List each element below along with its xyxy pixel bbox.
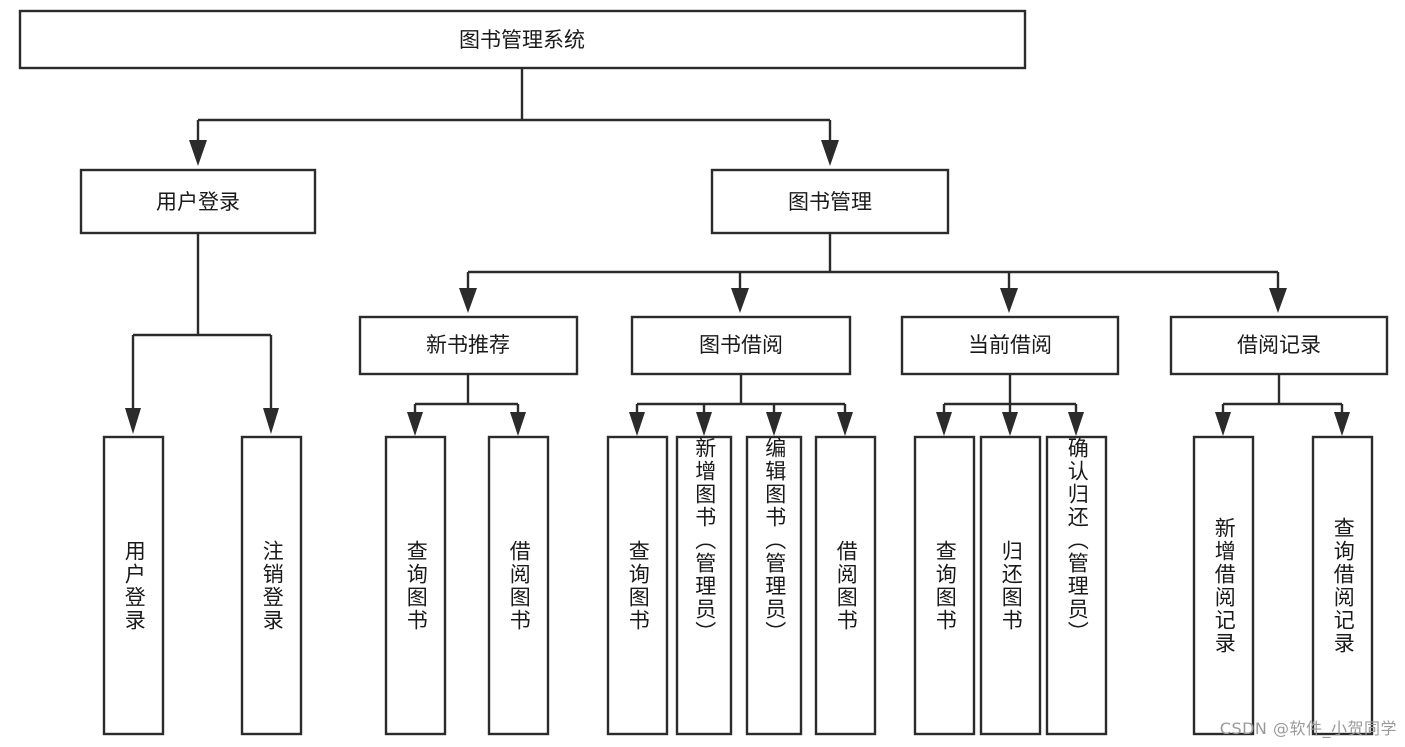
arrowhead-leaf-bb-4	[837, 412, 853, 436]
node-book-manage-label: 图书管理	[788, 190, 872, 214]
leaf-box-user-login-2[interactable]	[240, 435, 303, 736]
node-new-book-recommend-label: 新书推荐	[426, 333, 510, 357]
node-user-login-label: 用户登录	[156, 190, 240, 214]
node-book-borrow[interactable]: 图书借阅	[630, 315, 852, 376]
leaf-box-user-login-1[interactable]	[102, 435, 165, 736]
arrowhead-leaf-br-2	[1334, 412, 1350, 436]
node-borrow-record-box[interactable]	[1169, 315, 1389, 376]
watermark-text: CSDN @软件_小贺同学	[1219, 719, 1397, 738]
node-current-borrow-box[interactable]	[900, 315, 1120, 376]
leaf-box-bb-4[interactable]	[814, 435, 877, 736]
node-new-book-recommend-box[interactable]	[358, 315, 579, 376]
node-current-borrow[interactable]: 当前借阅	[900, 315, 1120, 376]
leaf-box-bb-3[interactable]	[745, 435, 803, 736]
arrowhead-leaf-cb-2	[1002, 412, 1018, 436]
node-root[interactable]: 图书管理系统	[18, 9, 1027, 70]
node-root-label: 图书管理系统	[459, 28, 585, 52]
node-book-manage[interactable]: 图书管理	[710, 168, 950, 235]
leaf-box-br-1[interactable]	[1192, 435, 1255, 736]
arrowhead-leaf-user-login-1	[125, 408, 141, 434]
leaf-box-nbr-2[interactable]	[487, 435, 550, 736]
node-book-borrow-label: 图书借阅	[699, 333, 783, 357]
arrowhead-to-user-login	[189, 140, 207, 166]
node-new-book-recommend[interactable]: 新书推荐	[358, 315, 579, 376]
leaf-box-br-2[interactable]	[1311, 435, 1374, 736]
arrowhead-to-book-manage	[821, 140, 839, 166]
arrowhead-leaf-bb-2	[696, 412, 712, 436]
leaf-box-bb-1[interactable]	[606, 435, 669, 736]
node-book-borrow-box[interactable]	[630, 315, 852, 376]
node-user-login[interactable]: 用户登录	[79, 168, 317, 235]
node-borrow-record-label: 借阅记录	[1237, 333, 1321, 357]
leaf-box-nbr-1[interactable]	[384, 435, 447, 736]
leaf-box-cb-3[interactable]	[1045, 435, 1108, 736]
leaf-box-bb-2[interactable]	[675, 435, 733, 736]
leaf-box-cb-1[interactable]	[913, 435, 976, 736]
arrowhead-to-book-borrow	[731, 288, 749, 313]
arrowhead-leaf-bb-3	[766, 412, 782, 436]
arrowhead-to-current-borrow	[1000, 288, 1018, 313]
node-book-manage-box[interactable]	[710, 168, 950, 235]
arrowhead-leaf-cb-1	[936, 412, 952, 436]
arrowhead-leaf-cb-3	[1068, 412, 1084, 436]
arrowhead-to-borrow-record	[1269, 288, 1287, 313]
arrowhead-leaf-br-1	[1215, 412, 1231, 436]
arrowhead-leaf-nbr-1	[407, 412, 423, 436]
node-root-box[interactable]	[18, 9, 1027, 70]
node-borrow-record[interactable]: 借阅记录	[1169, 315, 1389, 376]
node-current-borrow-label: 当前借阅	[968, 333, 1052, 357]
arrowhead-leaf-user-login-2	[263, 408, 279, 434]
arrowhead-leaf-bb-1	[629, 412, 645, 436]
arrowhead-to-new-book	[459, 288, 477, 313]
leaf-box-cb-2[interactable]	[979, 435, 1042, 736]
arrowhead-leaf-nbr-2	[510, 412, 526, 436]
